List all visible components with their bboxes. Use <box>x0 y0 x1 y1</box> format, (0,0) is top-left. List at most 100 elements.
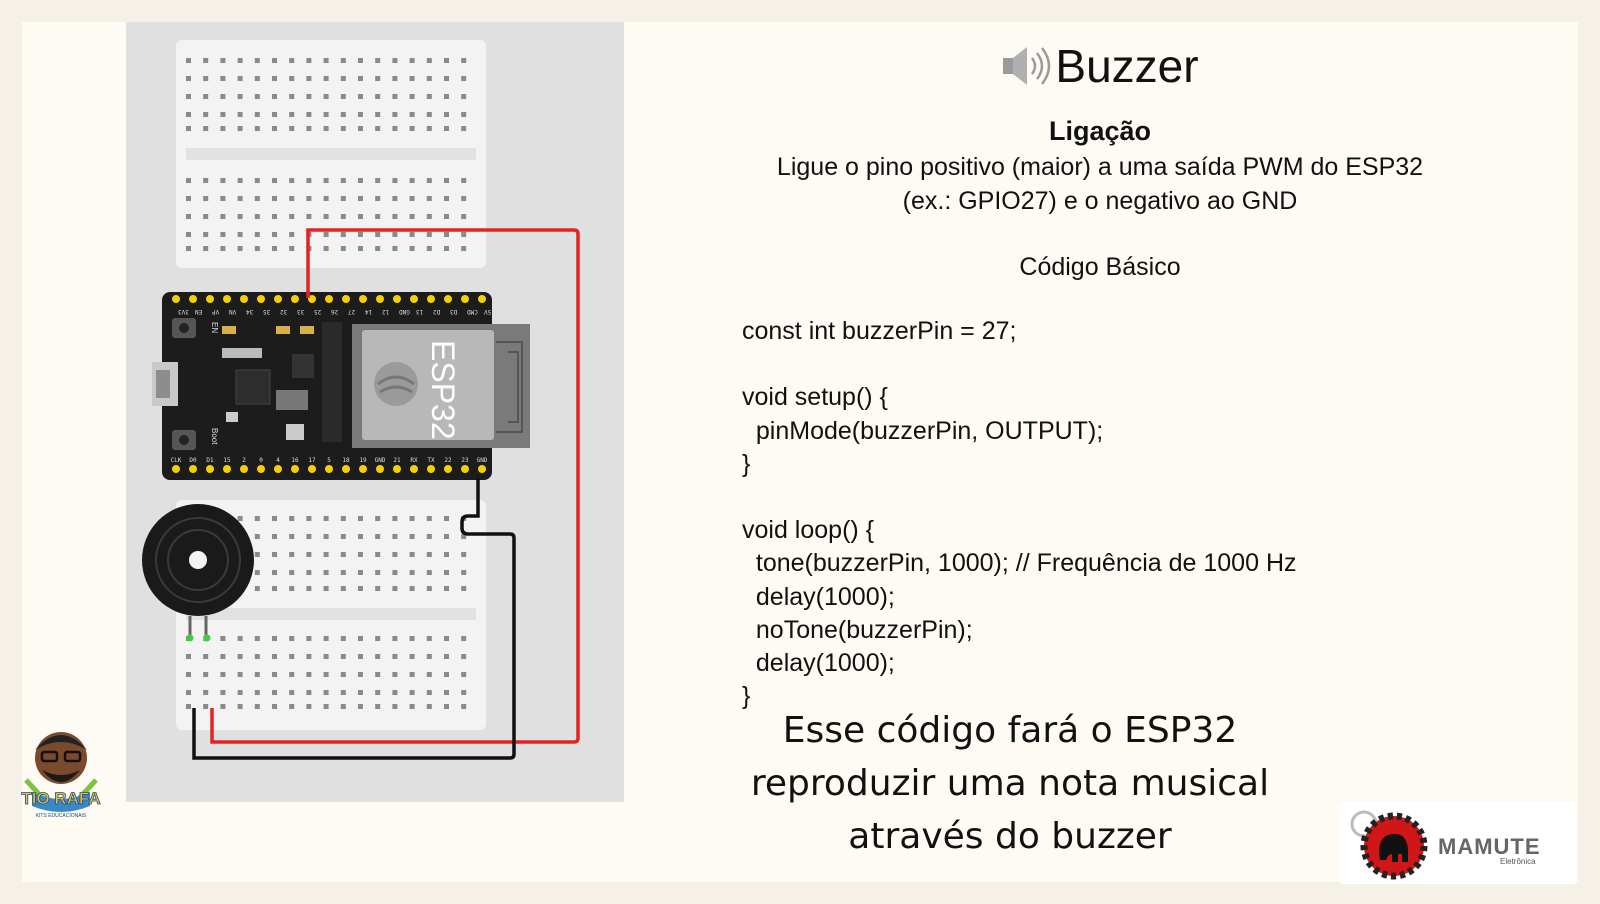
wire-positive <box>210 228 580 744</box>
header-pin <box>427 465 435 473</box>
section-heading-ligacao: Ligação <box>1048 116 1152 146</box>
header-pin <box>291 295 299 303</box>
header-pin <box>172 295 180 303</box>
code-line: pinMode(buzzerPin, OUTPUT); <box>742 416 1104 445</box>
wire-negative <box>192 478 516 760</box>
header-pin <box>189 465 197 473</box>
code-block: const int buzzerPin = 27;​void setup() {… <box>742 315 1297 713</box>
header-pin <box>478 465 486 473</box>
header-pin <box>274 295 282 303</box>
pin-label-top: 5V <box>484 308 492 315</box>
header-pin <box>444 465 452 473</box>
code-line: const int buzzerPin = 27; <box>742 317 1017 345</box>
pin-label-bottom: 5 <box>327 457 331 464</box>
header-pin <box>223 295 231 303</box>
pin-label-bottom: GND <box>375 457 386 464</box>
svg-text:TIO RAFA: TIO RAFA <box>21 789 100 808</box>
header-pin <box>427 295 435 303</box>
svg-text:Boot: Boot <box>210 428 219 445</box>
pin-label-top: 27 <box>348 308 356 315</box>
title-area: Buzzer <box>960 36 1240 96</box>
pin-label-top: EN <box>195 308 203 315</box>
header-pin <box>376 295 384 303</box>
svg-text:MAMUTE: MAMUTE <box>1438 834 1541 859</box>
header-pin <box>206 465 214 473</box>
header-pin <box>342 465 350 473</box>
svg-text:Eletrônica: Eletrônica <box>1500 857 1536 866</box>
pin-label-top: 32 <box>280 308 288 315</box>
pin-label-bottom: 0 <box>259 457 263 464</box>
header-pin <box>189 295 197 303</box>
pin-label-bottom: 17 <box>308 457 316 464</box>
header-pin <box>257 465 265 473</box>
pin-label-top: 35 <box>263 308 271 315</box>
code-line: delay(1000); <box>742 649 895 678</box>
pin-label-top: D2 <box>433 308 441 315</box>
header-pin <box>308 465 316 473</box>
code-line: void setup() { <box>742 383 888 412</box>
speaker-icon <box>1001 43 1051 89</box>
pin-label-top: 34 <box>246 308 254 315</box>
pin-label-bottom: GND <box>477 457 488 464</box>
pin-label-top: 12 <box>382 308 390 315</box>
pin-label-bottom: 15 <box>223 457 231 464</box>
header-pin <box>274 465 282 473</box>
code-line: } <box>742 682 751 711</box>
code-line: } <box>742 449 751 478</box>
pin-label-top: VP <box>212 308 220 315</box>
chip-label: ESP32 <box>425 340 461 440</box>
header-pin <box>410 465 418 473</box>
page-title: Buzzer <box>1055 40 1199 92</box>
code-line: ​ <box>742 481 1297 514</box>
header-pin <box>359 465 367 473</box>
pin-label-top: 3V3 <box>178 308 189 315</box>
header-pin <box>240 465 248 473</box>
header-pin <box>206 295 214 303</box>
esp32-board: 3V3CLKEND0VPD1VN153423503243316251726527… <box>152 292 530 480</box>
code-line: noTone(buzzerPin); <box>742 615 973 644</box>
pin-label-bottom: 18 <box>342 457 350 464</box>
section-heading-code: Código Básico <box>1019 253 1181 281</box>
conclusion-line-2: reproduzir uma nota musical <box>750 763 1270 804</box>
pin-label-bottom: D1 <box>206 457 214 464</box>
ligacao-line-1: Ligue o pino positivo (maior) a uma saíd… <box>776 153 1424 181</box>
pin-label-top: 25 <box>314 308 322 315</box>
pin-label-bottom: 16 <box>291 457 299 464</box>
header-pin <box>376 465 384 473</box>
header-pin <box>410 295 418 303</box>
header-pin <box>359 295 367 303</box>
buzzer-component <box>142 504 254 642</box>
pin-label-top: 13 <box>416 308 424 315</box>
pin-label-bottom: 23 <box>461 457 469 464</box>
mamute-logo: MAMUTE Eletrônica <box>1340 802 1576 884</box>
conclusion-text: Esse código fará o ESP32 reproduzir uma … <box>730 704 1290 863</box>
pin-label-bottom: D0 <box>189 457 197 464</box>
tio-rafa-logo: TIO RAFA KITS EDUCACIONAIS <box>18 722 104 829</box>
pin-label-top: 26 <box>331 308 339 315</box>
pin-label-top: D3 <box>450 308 458 315</box>
pin-label-top: VN <box>229 308 237 315</box>
pin-label-bottom: RX <box>410 457 418 464</box>
pin-label-bottom: 21 <box>393 457 401 464</box>
code-line: void loop() { <box>742 516 875 545</box>
pin-label-bottom: 19 <box>359 457 367 464</box>
header-pin <box>223 465 231 473</box>
header-pin <box>325 465 333 473</box>
header-pin <box>291 465 299 473</box>
code-line: tone(buzzerPin, 1000); // Frequência de … <box>742 549 1297 578</box>
header-pin <box>172 465 180 473</box>
header-pin <box>342 295 350 303</box>
header-pin <box>393 295 401 303</box>
pin-label-bottom: 4 <box>276 457 280 464</box>
svg-text:EN: EN <box>210 322 219 333</box>
ligacao-line-2: (ex.: GPIO27) e o negativo ao GND <box>902 187 1298 215</box>
code-line: delay(1000); <box>742 582 895 611</box>
svg-text:KITS EDUCACIONAIS: KITS EDUCACIONAIS <box>36 813 87 819</box>
conclusion-line-1: Esse código fará o ESP32 <box>782 710 1238 751</box>
conclusion-line-3: através do buzzer <box>848 816 1172 857</box>
header-pin <box>461 465 469 473</box>
header-pin <box>257 295 265 303</box>
pin-label-bottom: 22 <box>444 457 452 464</box>
code-line: ​ <box>742 348 1297 381</box>
